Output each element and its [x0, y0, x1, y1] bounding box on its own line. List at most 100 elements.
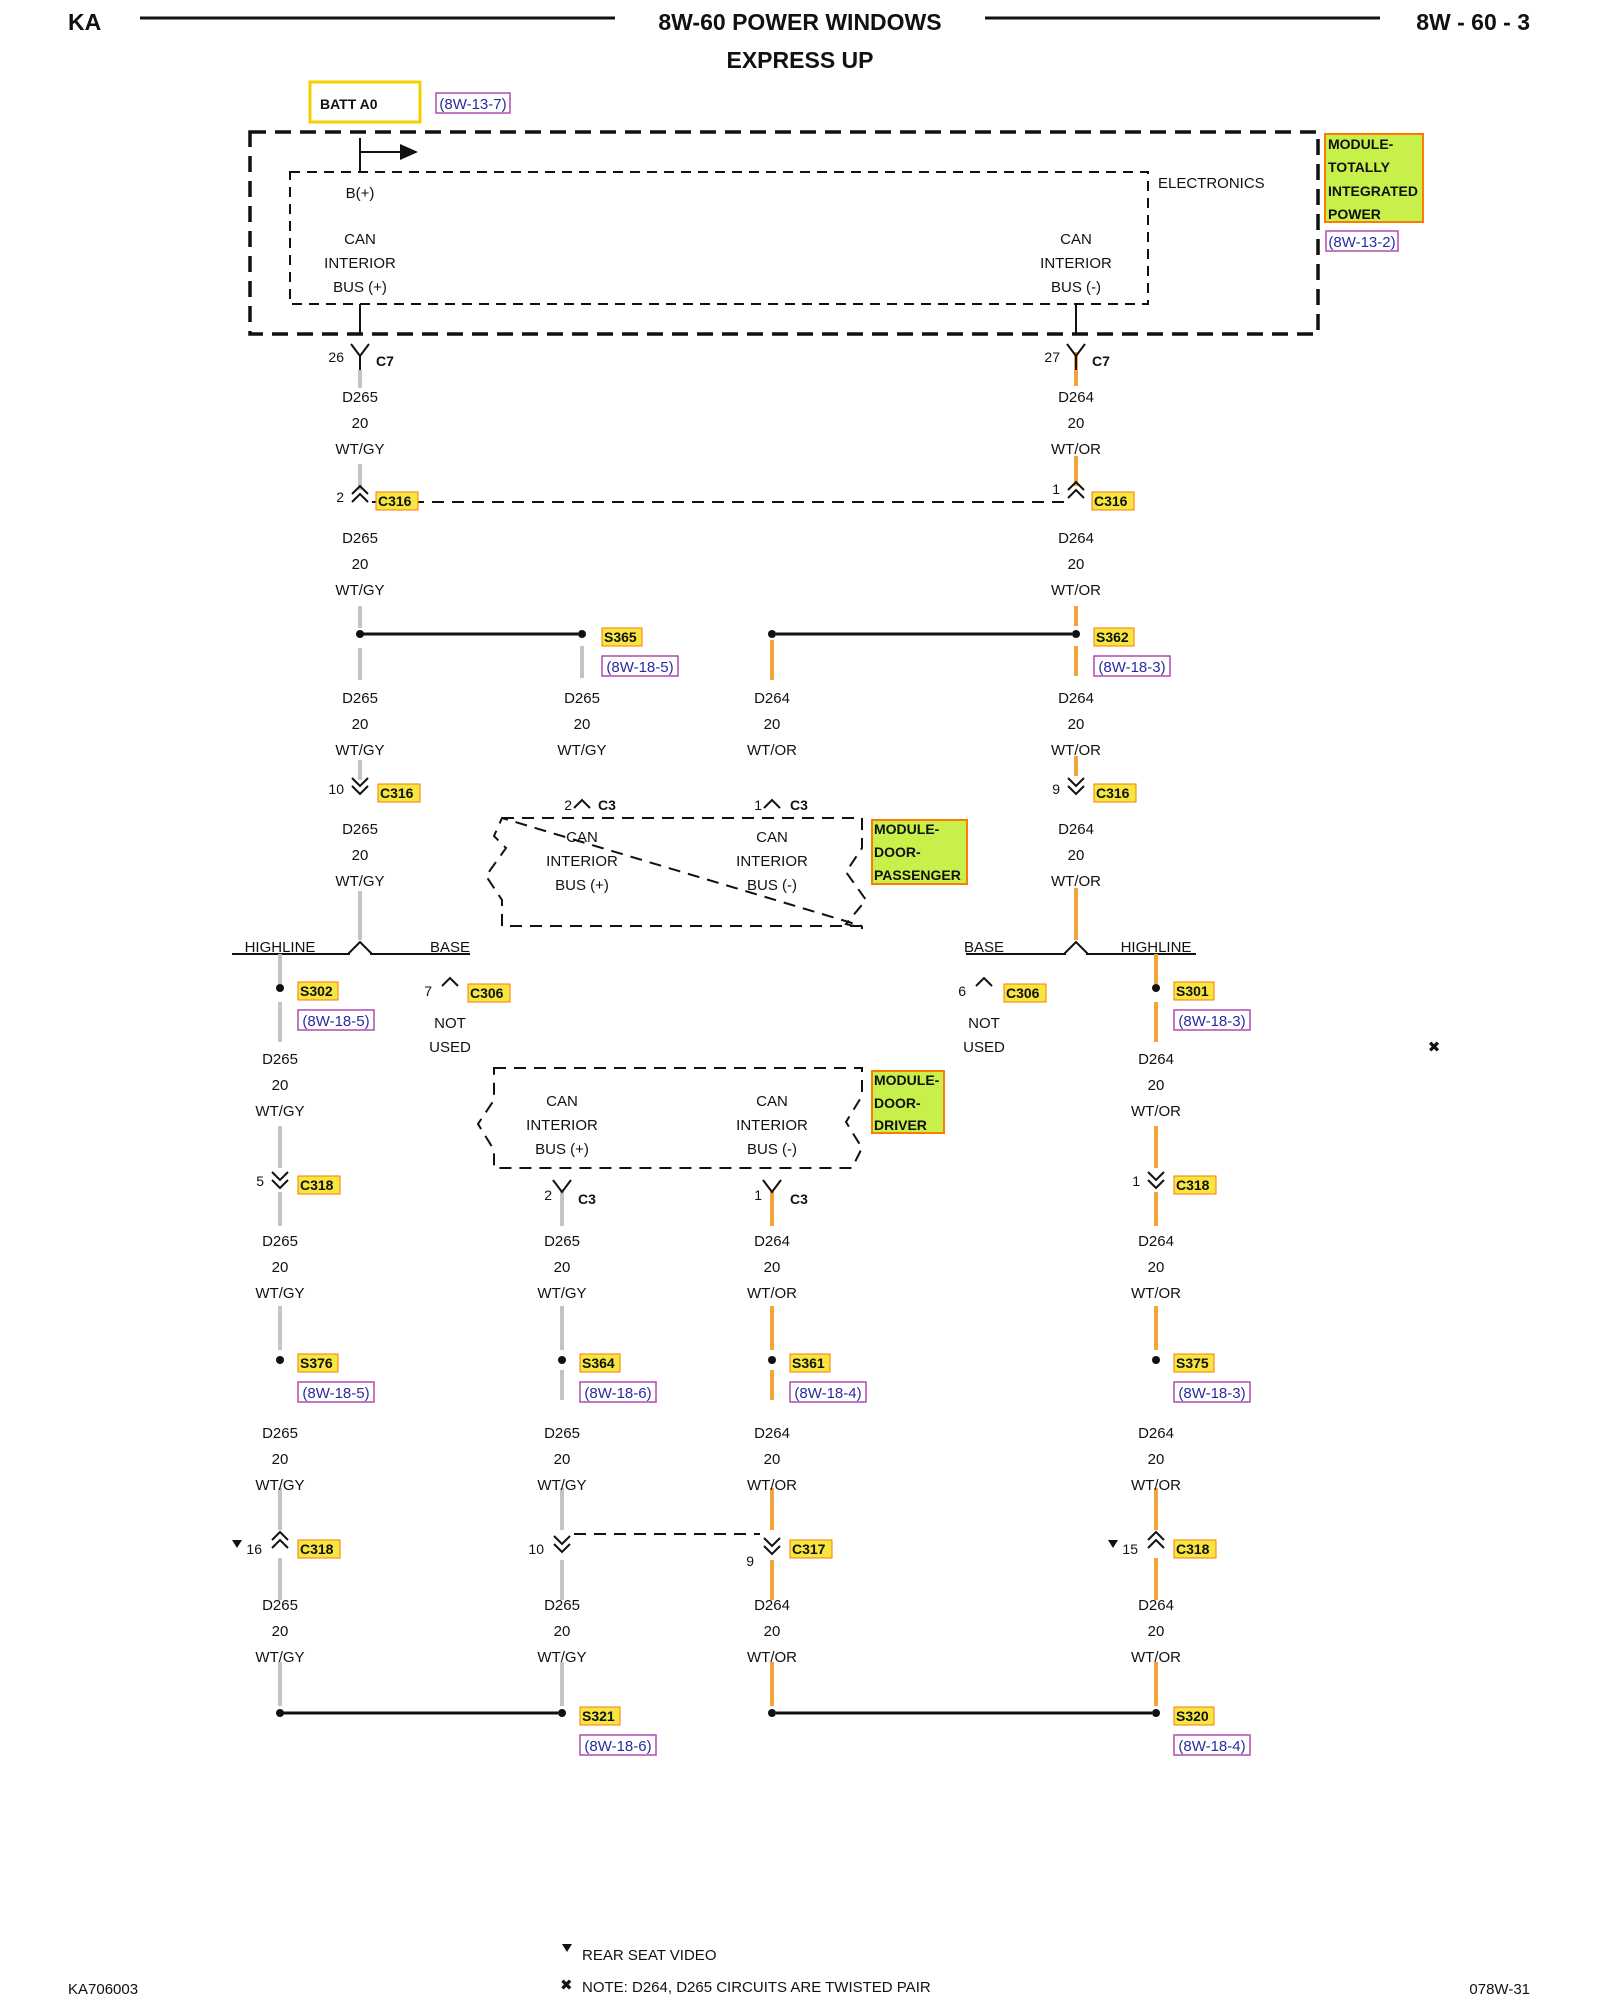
c318a-right-icon-bottom [1147, 1179, 1165, 1190]
c318a-right-icon-top [1147, 1171, 1165, 1182]
wire-label: D265 [262, 1051, 298, 1068]
splice-ref: (8W-18-3) [1098, 659, 1165, 676]
wire-label: WT/OR [1051, 441, 1101, 458]
wire-label: WT/GY [255, 1649, 304, 1666]
connector-name-box [467, 983, 511, 1003]
drv-can-plus-1: CAN [546, 1093, 578, 1110]
wire-label: WT/GY [255, 1103, 304, 1120]
passenger-module-outline [484, 816, 868, 930]
connector-pin: 9 [1052, 781, 1060, 797]
c316a-right-icon-bottom [1067, 488, 1085, 499]
wire-label: D265 [342, 389, 378, 406]
branch-left-node [347, 940, 373, 955]
wire-label: 20 [352, 716, 369, 733]
c3-drv-plus-icon [552, 1179, 572, 1194]
wire-label: WT/GY [335, 742, 384, 759]
b-plus-label: B(+) [346, 185, 375, 202]
footer-left-code: KA706003 [68, 1981, 138, 1998]
c318b-left-icon-top [271, 1530, 289, 1541]
splice-ref: (8W-18-5) [606, 659, 673, 676]
connector-pin: 16 [246, 1541, 262, 1557]
wire-label: WT/GY [537, 1285, 586, 1302]
connector-name: C3 [578, 1191, 596, 1207]
wire-label: D265 [342, 821, 378, 838]
splice-ref-box [1173, 1734, 1251, 1756]
wire-label: WT/OR [1051, 582, 1101, 599]
base-left-label: BASE [430, 939, 470, 956]
splice-dot-s320 [1152, 1709, 1160, 1717]
wire-label: D264 [1138, 1597, 1174, 1614]
connector-pin: 7 [424, 983, 432, 999]
drv-can-plus-3: BUS (+) [535, 1141, 589, 1158]
c317-right-icon-bottom [763, 1545, 781, 1556]
wire-label: WT/GY [557, 742, 606, 759]
wires [278, 352, 1158, 1706]
splice-ref: (8W-18-5) [302, 1385, 369, 1402]
driver-module-line-3: DRIVER [874, 1117, 927, 1133]
rear-seat-video-icon [562, 1944, 572, 1952]
connector-name: C318 [300, 1177, 334, 1193]
driver-module-line-2: DOOR- [874, 1095, 921, 1111]
battery-box [308, 80, 422, 124]
tipm-can-plus-1: CAN [344, 231, 376, 248]
splice-name-box [1173, 1353, 1215, 1373]
splice-name-box [297, 1353, 339, 1373]
battery-ref: (8W-13-7) [439, 96, 506, 113]
connector-name: C3 [790, 797, 808, 813]
wire-label: WT/OR [747, 1649, 797, 1666]
connector-name: C7 [376, 353, 394, 369]
header-left: KA [68, 9, 101, 35]
wire-label: WT/GY [255, 1477, 304, 1494]
connector-name: C306 [1006, 985, 1040, 1001]
pass-can-minus-1: CAN [756, 829, 788, 846]
rear-seat-video-icon [1108, 1540, 1118, 1548]
legend-rear-seat-video: REAR SEAT VIDEO [582, 1947, 716, 1964]
not-used-left-2: USED [429, 1039, 471, 1056]
connector-name: C3 [790, 1191, 808, 1207]
wire-label: 20 [1148, 1451, 1165, 1468]
connector-pin: 1 [1052, 481, 1060, 497]
splice-ref-box [1173, 1009, 1251, 1031]
tipm-can-minus-1: CAN [1060, 231, 1092, 248]
connector-name-box [1093, 783, 1137, 803]
c316b-left-icon-top [351, 777, 369, 788]
branch-right-node [1063, 940, 1089, 955]
wire-label: D264 [754, 1233, 790, 1250]
wire-label: WT/OR [1131, 1477, 1181, 1494]
passenger-module-box [871, 819, 968, 885]
wire-label: WT/GY [335, 441, 384, 458]
c317-right-icon-top [763, 1537, 781, 1548]
wire-label: 20 [1068, 556, 1085, 573]
wire-label: 20 [764, 1451, 781, 1468]
splice-dot-s301 [1152, 984, 1160, 992]
pass-can-plus-1: CAN [566, 829, 598, 846]
tipm-ref: (8W-13-2) [1328, 234, 1395, 251]
wire-label: D265 [262, 1233, 298, 1250]
pass-can-minus-3: BUS (-) [747, 877, 797, 894]
c317-left-icon-top [553, 1535, 571, 1546]
splice-name: S376 [300, 1355, 333, 1371]
wire-label: D265 [544, 1233, 580, 1250]
wire-label: WT/OR [1131, 1649, 1181, 1666]
wire-label: 20 [272, 1623, 289, 1640]
splice-ref: (8W-18-3) [1178, 1013, 1245, 1030]
wire-label: WT/GY [537, 1477, 586, 1494]
c318b-right-icon-bottom [1147, 1538, 1165, 1549]
tipm-module-box [1324, 133, 1424, 223]
wire-label: WT/GY [335, 873, 384, 890]
connector-pin: 2 [544, 1187, 552, 1203]
pass-can-minus-2: INTERIOR [736, 853, 808, 870]
highline-left-label: HIGHLINE [245, 939, 316, 956]
tipm-module-line-2: TOTALLY [1328, 159, 1391, 175]
c306-left-icon [441, 976, 459, 987]
wire-label: WT/OR [1131, 1285, 1181, 1302]
splice-ref-box [1173, 1381, 1251, 1403]
